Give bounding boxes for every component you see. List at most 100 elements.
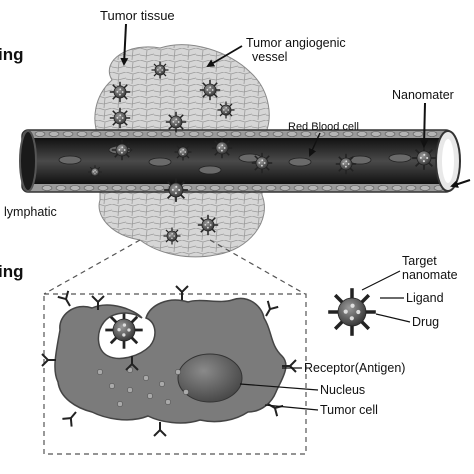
wall-cell (160, 131, 172, 137)
wall-cell (69, 185, 81, 191)
nucleus (177, 353, 243, 403)
nanoparticle (251, 152, 273, 174)
target-nano-label-2: nanomate (402, 268, 458, 282)
nanoparticle (412, 146, 436, 170)
nucleus-label: Nucleus (320, 383, 365, 397)
wall-cell (97, 185, 109, 191)
blood-vessel (19, 129, 461, 193)
nanoparticle (328, 288, 376, 336)
nanomaterial-arrow (420, 102, 429, 148)
wall-cell (83, 185, 95, 191)
drug-dot (143, 375, 149, 381)
wall-cell (391, 185, 403, 191)
wall-cell (412, 131, 424, 137)
wall-cell (293, 185, 305, 191)
drug-dot (183, 389, 189, 395)
red-blood-cell (198, 165, 222, 175)
nanoparticle (211, 137, 233, 159)
wall-cell (321, 185, 333, 191)
receptor (125, 356, 139, 371)
drug-dot (117, 401, 123, 407)
wall-cell (265, 185, 277, 191)
nanoparticle (109, 81, 131, 103)
wall-cell (216, 131, 228, 137)
wall-cell (146, 131, 158, 137)
nanoparticle (217, 101, 235, 119)
wall-cell (132, 131, 144, 137)
wall-cell (251, 185, 263, 191)
drug-dot (97, 369, 103, 375)
ligand-label: Ligand (406, 291, 444, 305)
nanoparticle (163, 227, 181, 245)
nanoparticle (174, 143, 192, 161)
red-blood-cell (388, 153, 412, 163)
nanoparticle (164, 178, 188, 202)
wall-cell (41, 185, 53, 191)
wall-cell (377, 185, 389, 191)
wall-cell (307, 185, 319, 191)
red-blood-cell (288, 157, 312, 167)
drug-dot (175, 369, 181, 375)
wall-cell (139, 185, 151, 191)
wall-cell (223, 185, 235, 191)
tumor-cell (54, 297, 287, 424)
wall-cell (356, 131, 368, 137)
nanoparticle (335, 153, 357, 175)
cytoplasm-drugs (97, 367, 189, 407)
nucleus-pointer (239, 383, 319, 391)
angiogenic-arrow (206, 45, 243, 68)
wall-cell (349, 185, 361, 191)
tumor-tissue-label: Tumor tissue (100, 8, 175, 23)
wall-cell (300, 131, 312, 137)
drug-dot (127, 387, 133, 393)
section-label-top: ing (0, 45, 24, 64)
target-nano-pointer (361, 270, 401, 291)
wall-cell (188, 131, 200, 137)
zoom-lines (43, 239, 307, 455)
receptor (282, 359, 297, 373)
receptor-label: Receptor(Antigen) (304, 361, 405, 375)
drug-dot (147, 393, 153, 399)
wall-cell (258, 131, 270, 137)
drug-dot (165, 399, 171, 405)
nanoparticle (165, 111, 187, 133)
wall-cell (405, 185, 417, 191)
wall-cell (272, 131, 284, 137)
wall-cell (55, 185, 67, 191)
receptor (175, 285, 189, 300)
wall-cell (426, 131, 438, 137)
lymphatic-label: lymphatic (4, 205, 57, 219)
nanoparticle (88, 165, 102, 179)
nanoparticle (151, 61, 169, 79)
nanoparticle (199, 79, 221, 101)
target-nano-label-1: Target (402, 254, 437, 268)
wall-cell (230, 131, 242, 137)
wall-cell (335, 185, 347, 191)
wall-cell (34, 131, 46, 137)
wall-cell (174, 131, 186, 137)
red-blood-cell (148, 157, 172, 167)
wall-cell (209, 185, 221, 191)
section-label-bottom: ing (0, 262, 24, 281)
red-blood-cell (58, 155, 82, 165)
nanomaterial-label: Nanomater (392, 88, 454, 102)
wall-cell (118, 131, 130, 137)
drug-dot (109, 383, 115, 389)
angiogenic-vessel-label-2: vessel (252, 50, 287, 64)
wall-cell (244, 131, 256, 137)
wall-cell (419, 185, 431, 191)
wall-cell (328, 131, 340, 137)
red-blood-cells (58, 145, 412, 175)
tumor-cell-label: Tumor cell (320, 403, 378, 417)
receptor (41, 353, 56, 367)
tumor-tissue-arrow (120, 23, 129, 66)
receptor (91, 295, 105, 310)
wall-cell (195, 185, 207, 191)
wall-cell (370, 131, 382, 137)
wall-cell (153, 185, 165, 191)
wall-cell (125, 185, 137, 191)
wall-cell (202, 131, 214, 137)
flow-arrow (450, 179, 471, 188)
tumor-cell-pointer (264, 404, 319, 411)
